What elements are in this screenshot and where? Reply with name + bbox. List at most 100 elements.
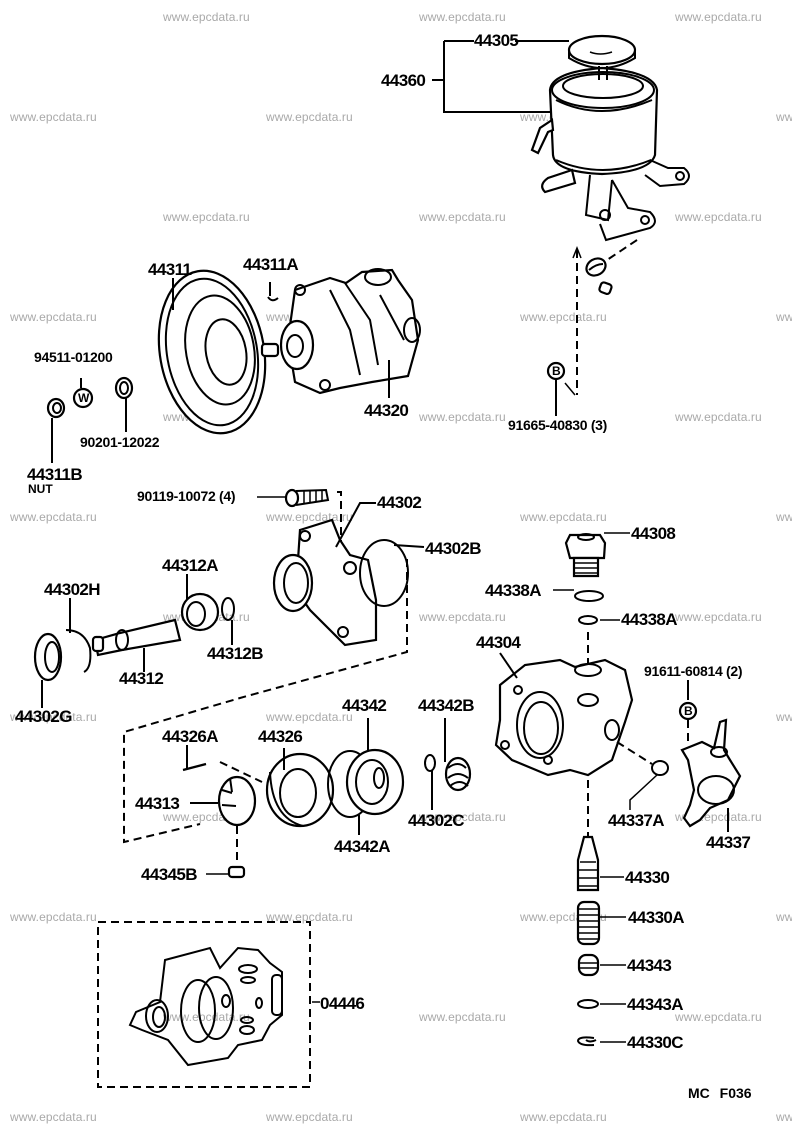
o-ring-44302C[interactable] [424, 754, 436, 772]
o-ring-44338A-lower[interactable] [578, 615, 598, 625]
leader-44302 [335, 502, 376, 548]
pin-44326A[interactable] [182, 762, 207, 772]
callout-44302H[interactable]: 44302H [44, 580, 101, 599]
callout-44302[interactable]: 44302 [377, 493, 422, 512]
callout-44338A-1[interactable]: 44338A [485, 581, 542, 600]
callout-44311B[interactable]: 44311B [27, 465, 83, 484]
bolt-90119-10072[interactable] [284, 488, 330, 508]
flow-control-valve-44330[interactable] [576, 835, 600, 892]
snap-ring-44330C[interactable] [576, 1036, 597, 1047]
callout-44302B[interactable]: 44302B [425, 539, 482, 558]
spring-44330A[interactable] [576, 900, 601, 946]
watermark-text: www.epcdata.ru [776, 110, 792, 124]
callout-44338A-2[interactable]: 44338A [621, 610, 678, 629]
watermark-text: www.epcdata.ru [675, 210, 762, 224]
reservoir-bushing[interactable] [598, 281, 613, 296]
watermark-text: www.epcdata.ru [419, 210, 506, 224]
callout-44326A[interactable]: 44326A [162, 727, 219, 746]
watermark-text: www.epcdata.ru [10, 310, 97, 324]
plug-44308[interactable] [564, 533, 607, 578]
watermark-text: www.epcdata.ru [10, 910, 97, 924]
nut-44311B[interactable] [46, 397, 66, 419]
callout-44342B[interactable]: 44342B [418, 696, 475, 715]
watermark-text: www.epcdata.ru [776, 710, 792, 724]
callout-44311[interactable]: 44311 [148, 260, 192, 279]
watermark-text: www.epcdata.ru [675, 410, 762, 424]
o-ring-44343A[interactable] [577, 999, 599, 1009]
callout-90201-12022[interactable]: 90201-12022 [80, 434, 160, 450]
shaft-44312[interactable] [91, 618, 182, 657]
watermark-text: www.epcdata.ru [266, 110, 353, 124]
callout-44337[interactable]: 44337 [706, 833, 751, 852]
callout-44308[interactable]: 44308 [631, 524, 676, 543]
callout-44360[interactable]: 44360 [381, 71, 426, 90]
watermark-text: www.epcdata.ru [10, 1110, 97, 1124]
oil-seal-44302G[interactable] [33, 632, 63, 682]
front-housing-44302[interactable] [272, 518, 378, 647]
callout-44302G[interactable]: 44302G [15, 707, 73, 726]
callout-44304[interactable]: 44304 [476, 633, 521, 652]
leader-44360 [432, 40, 552, 113]
leader-44302B [393, 544, 425, 548]
reservoir-tank-44360[interactable] [530, 66, 690, 242]
callout-44311A[interactable]: 44311A [243, 255, 299, 274]
key-44311A[interactable] [267, 296, 279, 302]
leader-44304 [499, 652, 518, 679]
union-fitting-44337[interactable] [680, 718, 742, 828]
vane-44345B[interactable] [227, 865, 246, 879]
callout-44330[interactable]: 44330 [625, 868, 670, 887]
rotor-44313[interactable] [217, 775, 257, 827]
side-plate-44342[interactable] [345, 748, 405, 816]
snap-ring-44312B[interactable] [221, 597, 235, 621]
watermark-text: www.epcdata.ru [266, 710, 353, 724]
plug-44343[interactable] [577, 953, 600, 977]
rear-housing-44304[interactable] [494, 658, 634, 777]
watermark-text: www.epcdata.ru [419, 1010, 506, 1024]
watermark-text: www.epcdata.ru [520, 510, 607, 524]
callout-44330C[interactable]: 44330C [627, 1033, 684, 1052]
callout-44337A[interactable]: 44337A [608, 811, 665, 830]
callout-04446[interactable]: 04446 [320, 994, 365, 1013]
callout-91665-40830[interactable]: 91665-40830 (3) [508, 417, 608, 433]
watermark-text: www.epcdata.ru [163, 10, 250, 24]
callout-44305[interactable]: 44305 [474, 31, 519, 50]
watermark-text: www.epcdata.ru [163, 1010, 250, 1024]
washer-90201-12022[interactable] [114, 376, 134, 400]
spring-44342B[interactable] [444, 756, 472, 792]
callout-44342A[interactable]: 44342A [334, 837, 391, 856]
cam-ring-44326[interactable] [265, 752, 335, 828]
watermark-text: www.epcdata.ru [776, 310, 792, 324]
callout-44312A[interactable]: 44312A [162, 556, 219, 575]
callout-44320[interactable]: 44320 [364, 401, 409, 420]
callout-94511-01200[interactable]: 94511-01200 [34, 349, 113, 365]
callout-44326[interactable]: 44326 [258, 727, 303, 746]
pulley-44311[interactable] [147, 262, 278, 442]
reservoir-grommet[interactable] [583, 255, 608, 279]
callout-44312[interactable]: 44312 [119, 669, 164, 688]
callout-44302C[interactable]: 44302C [408, 811, 465, 830]
callout-44345B[interactable]: 44345B [141, 865, 198, 884]
gasket-kit-04446[interactable] [97, 921, 311, 1088]
callout-90119-10072[interactable]: 90119-10072 (4) [137, 488, 236, 504]
callout-44312B[interactable]: 44312B [207, 644, 264, 663]
o-ring-44338A-upper[interactable] [574, 590, 604, 602]
reservoir-cap-44305[interactable] [567, 34, 637, 69]
bearing-44312A[interactable] [180, 592, 220, 632]
watermark-text: www.epcdata.ru [10, 510, 97, 524]
gasket-44337A[interactable] [651, 760, 669, 776]
callout-44343A[interactable]: 44343A [627, 995, 684, 1014]
callout-44313[interactable]: 44313 [135, 794, 180, 813]
callout-44342[interactable]: 44342 [342, 696, 387, 715]
watermark-text: www.epcdata.ru [419, 10, 506, 24]
callout-44343[interactable]: 44343 [627, 956, 672, 975]
snap-ring-44302H[interactable] [65, 629, 92, 673]
watermark-text: www.epcdata.ru [266, 910, 353, 924]
callout-91611-60814[interactable]: 91611-60814 (2) [644, 663, 743, 679]
pump-assembly-44320[interactable] [260, 268, 421, 395]
watermark-text: www.epcdata.ru [776, 1110, 792, 1124]
watermark-text: www.epcdata.ru [675, 10, 762, 24]
watermark-text: www.epcdata.ru [266, 1110, 353, 1124]
callout-44330A[interactable]: 44330A [628, 908, 685, 927]
